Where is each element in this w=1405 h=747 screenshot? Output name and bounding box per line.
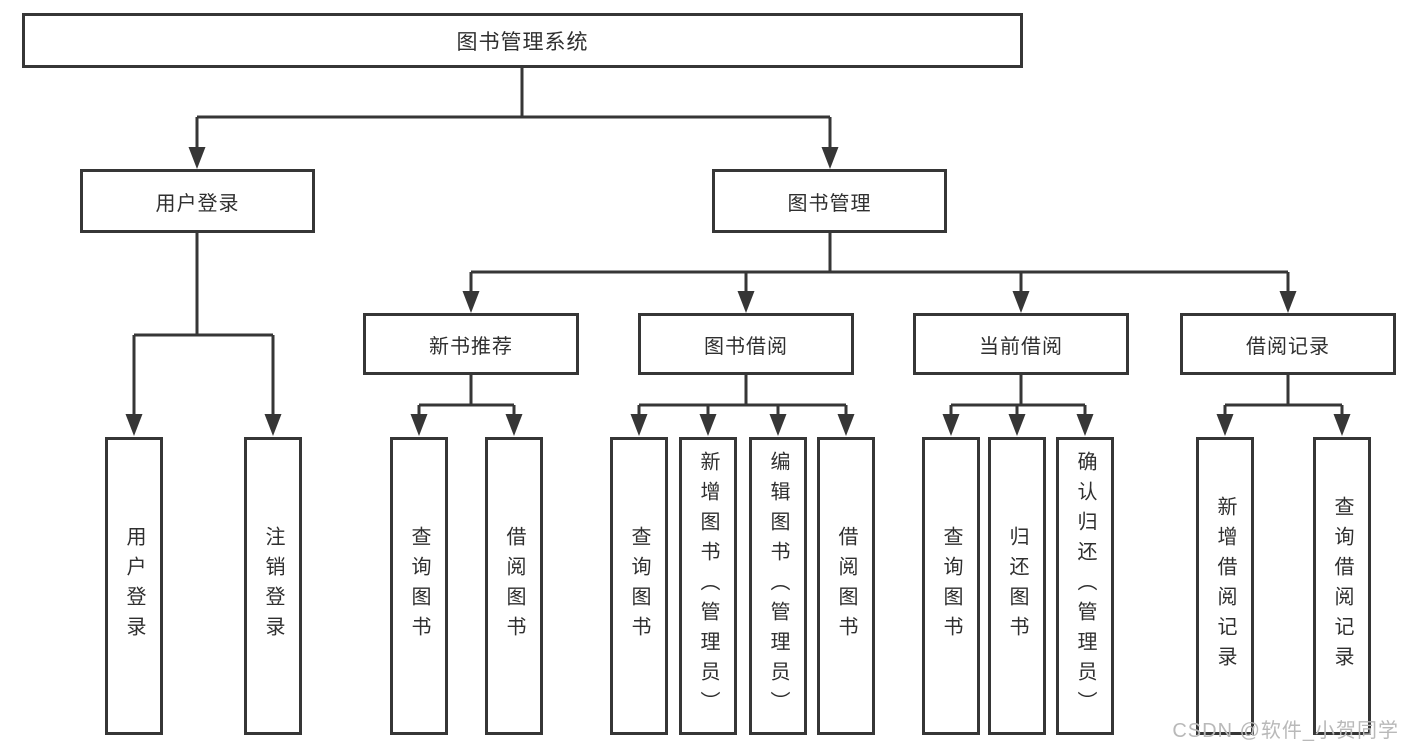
- csdn-watermark: CSDN @软件_小贺同学: [1172, 720, 1399, 742]
- leaf-return-book: 归还图书: [988, 437, 1046, 735]
- node-borrow-record: 借阅记录: [1180, 313, 1396, 375]
- leaf-add-borrow-record: 新增借阅记录: [1196, 437, 1254, 735]
- leaf-query-book-borrow: 查询图书: [610, 437, 668, 735]
- node-current-borrow: 当前借阅: [913, 313, 1129, 375]
- leaf-add-book-admin: 新增图书（管理员）: [679, 437, 737, 735]
- leaf-query-book-recommend: 查询图书: [390, 437, 448, 735]
- leaf-user-login: 用户登录: [105, 437, 163, 735]
- leaf-borrow-book: 借阅图书: [817, 437, 875, 735]
- leaf-query-book-current: 查询图书: [922, 437, 980, 735]
- node-new-book-recommend: 新书推荐: [363, 313, 579, 375]
- node-book-borrow: 图书借阅: [638, 313, 854, 375]
- node-library-system: 图书管理系统: [22, 13, 1023, 68]
- node-book-management: 图书管理: [712, 169, 947, 233]
- leaf-logout: 注销登录: [244, 437, 302, 735]
- leaf-query-borrow-record: 查询借阅记录: [1313, 437, 1371, 735]
- node-user-login: 用户登录: [80, 169, 315, 233]
- leaf-confirm-return-admin: 确认归还（管理员）: [1056, 437, 1114, 735]
- leaf-edit-book-admin: 编辑图书（管理员）: [749, 437, 807, 735]
- arrowheads: [125, 147, 1351, 436]
- leaf-borrow-book-recommend: 借阅图书: [485, 437, 543, 735]
